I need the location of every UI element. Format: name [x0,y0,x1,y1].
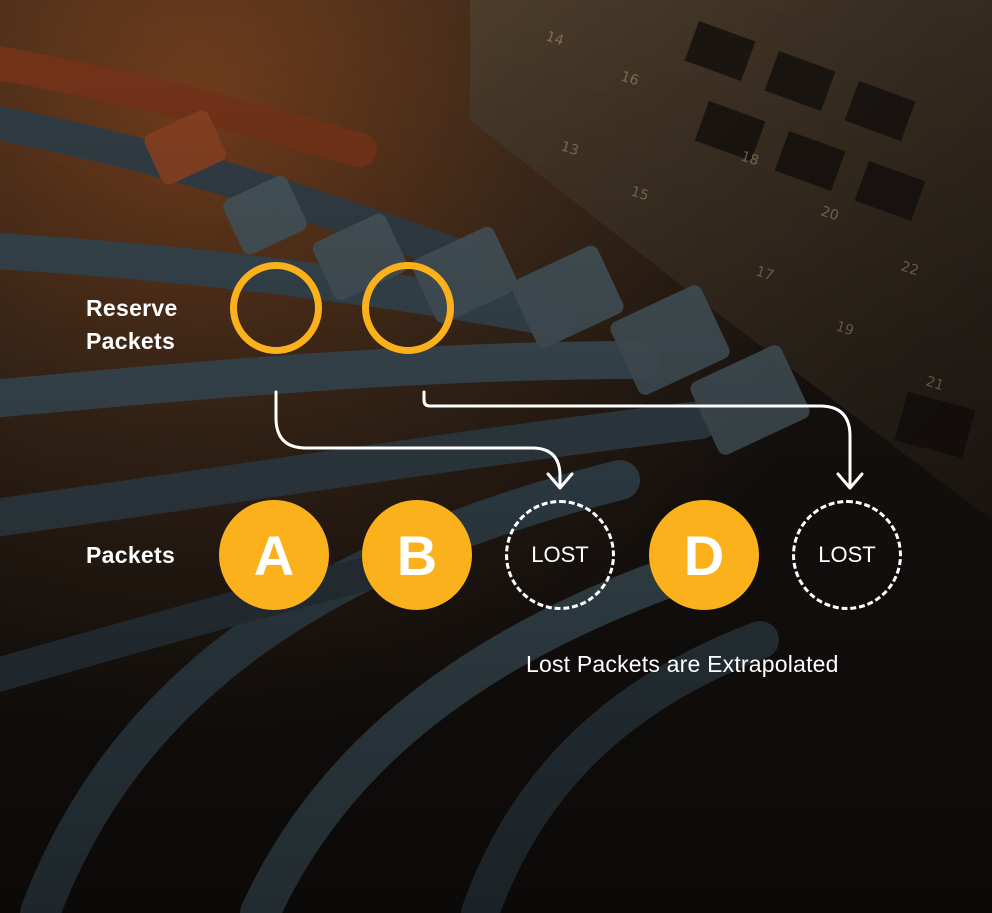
reserve-packets-label: Reserve Packets [86,295,178,354]
packet-d: D [649,500,759,610]
packet-a: A [219,500,329,610]
lost-packet-1: LOST [505,500,615,610]
arrowhead-2 [836,472,864,490]
lost-packet-2: LOST [792,500,902,610]
extrapolation-caption: Lost Packets are Extrapolated [526,651,839,677]
arrowhead-1 [546,472,574,490]
arrow-to-lost-1 [274,390,562,488]
reserve-marker-icon [230,262,322,354]
reserve-marker-icon [362,262,454,354]
arrow-to-lost-2 [422,390,852,488]
packets-label: Packets [86,542,176,568]
packet-b: B [362,500,472,610]
